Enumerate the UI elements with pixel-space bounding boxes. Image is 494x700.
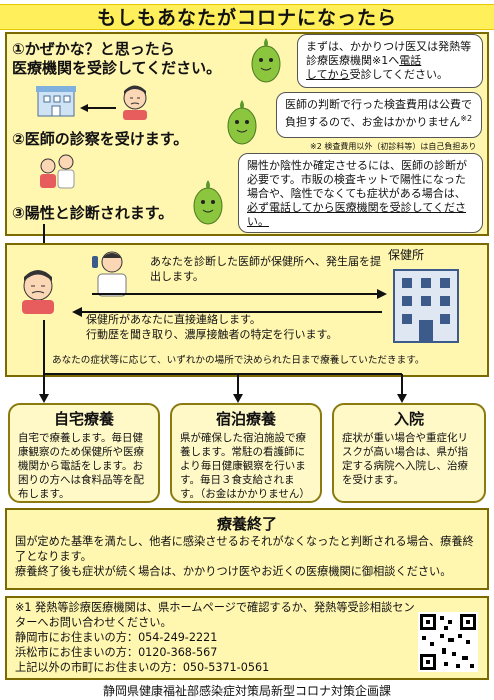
step-1-line2: 医療機関を受診してください。 <box>12 59 222 77</box>
clinic-icon <box>36 82 76 118</box>
bubble-2-sup: ※2 <box>460 114 473 123</box>
hospital-card: 入院 症状が重い場合や重症化リスクが高い場合は、県が指定する病院へ入院し、治療を… <box>332 403 486 503</box>
contact-line2: 行動歴を聞き取り、濃厚接触者の特定を行います。 <box>86 328 338 341</box>
recovery-section: 療養終了 国が定めた基準を満たし、他者に感染させるおそれがなくなったと判断される… <box>5 508 489 590</box>
consultation-info-section: ※1 発熱等診療医療機関は、県ホームページで確認するか、発熱等受診相談センターへ… <box>5 596 489 680</box>
bubble-1-underline-then: してから <box>306 68 350 81</box>
speech-bubble-2: 医師の判断で行った検査費用は公費で負担するので、お金はかかりません※2 <box>276 92 482 138</box>
home-care-card: 自宅療養 自宅で療養します。毎日健康観察のため保健所や医療機関から電話をします。… <box>8 403 160 503</box>
arrow-left-icon <box>72 302 382 321</box>
green-character-icon <box>248 36 284 90</box>
hospital-body: 症状が重い場合や重症化リスクが高い場合は、県が指定する病院へ入院し、治療を受けま… <box>342 432 468 486</box>
recovery-body1: 国が定めた基準を満たし、他者に感染させるおそれがなくなったと判断される場合、療養… <box>15 535 474 563</box>
branch-arrows <box>39 320 407 403</box>
step-1-line1: ①かぜかな？と思ったら <box>12 40 175 58</box>
bubble-1-underline-phone: 電話 <box>399 54 422 67</box>
hotel-care-title: 宿泊療養 <box>215 410 276 428</box>
green-character-icon <box>224 98 260 152</box>
green-character-icon <box>190 178 226 232</box>
contact-line1: 保健所があなたに直接連絡します。 <box>86 313 261 326</box>
home-care-title: 自宅療養 <box>53 410 114 428</box>
health-center-building-icon <box>390 264 462 348</box>
speech-bubble-1: まずは、かかりつけ医又は発熱等診療医療機関※1へ電話してから受診してください。 <box>297 34 483 88</box>
home-care-body: 自宅で療養します。毎日健康観察のため保健所や医療機関から電話をします。お困りの方… <box>18 432 144 500</box>
footer-org: 静岡県健康福祉部感染症対策局新型コロナ対策企画課 <box>102 684 391 698</box>
sick-person-icon <box>118 82 152 124</box>
hotel-care-body: 県が確保した宿泊施設で療養します。常駐の看護師により毎日健康観察を行います。毎日… <box>180 432 310 500</box>
contact-message: 保健所があなたに直接連絡します。 行動歴を聞き取り、濃厚接触者の特定を行います。 <box>86 312 386 342</box>
page-title: もしもあなたがコロナになったら <box>0 4 494 30</box>
cost-footnote: ※2 検査費用以外（初診料等）は自己負担あり <box>310 142 477 151</box>
sick-person-icon <box>16 266 60 318</box>
qr-code[interactable] <box>418 612 478 676</box>
quarantine-message: あなたの症状等に応じて、いずれかの場所で決められた日まで療養していただきます。 <box>52 355 425 366</box>
hamamatsu-phone: 浜松市にお住まいの方：0120-368-567 <box>15 646 218 659</box>
health-center-label: 保健所 <box>388 248 425 262</box>
arrow-left-icon <box>80 98 118 117</box>
recovery-title: 療養終了 <box>216 515 277 533</box>
bubble-1-post: 受診してください。 <box>349 68 449 81</box>
bubble-3-text: 陽性か陰性か確定させるには、医師の診断が必要です。市販の検査キットで陽性になった… <box>247 159 467 200</box>
step-1-label: ①かぜかな？と思ったら 医療機関を受診してください。 <box>12 40 297 78</box>
shizuoka-phone: 静岡市にお住まいの方：054-249-2221 <box>15 631 218 644</box>
doctor-exam-icon <box>36 152 76 196</box>
bubble-3-underline: 必ず電話してから医療機関を受診してください。 <box>247 201 467 228</box>
bubble-1-text: まずは、かかりつけ医又は発熱等診療医療機関※1へ <box>306 40 472 67</box>
report-message: あなたを診断した医師が保健所へ、発生届を提出します。 <box>150 255 381 283</box>
doctor-phone-icon <box>92 248 132 302</box>
step-2-label: ②医師の診察を受けます。 <box>12 130 189 148</box>
arrow-right-icon <box>92 284 387 303</box>
bubble-2-text: 医師の判断で行った検査費用は公費で負担するので、お金はかかりません <box>285 98 472 129</box>
hotel-care-card: 宿泊療養 県が確保した宿泊施設で療養します。常駐の看護師により毎日健康観察を行い… <box>170 403 322 503</box>
recovery-body2: 療養終了後も症状が続く場合は、かかりつけ医やお近くの医療機関に御相談ください。 <box>15 565 452 578</box>
speech-bubble-3: 陽性か陰性か確定させるには、医師の診断が必要です。市販の検査キットで陽性になった… <box>238 153 483 233</box>
other-cities-phone: 上記以外の市町にお住まいの方：050-5371-0561 <box>15 661 270 674</box>
hospital-title: 入院 <box>393 410 424 428</box>
step-3-label: ③陽性と診断されます。 <box>12 204 174 222</box>
info-note: ※1 発熱等診療医療機関は、県ホームページで確認するか、発熱等受診相談センターへ… <box>15 601 415 629</box>
